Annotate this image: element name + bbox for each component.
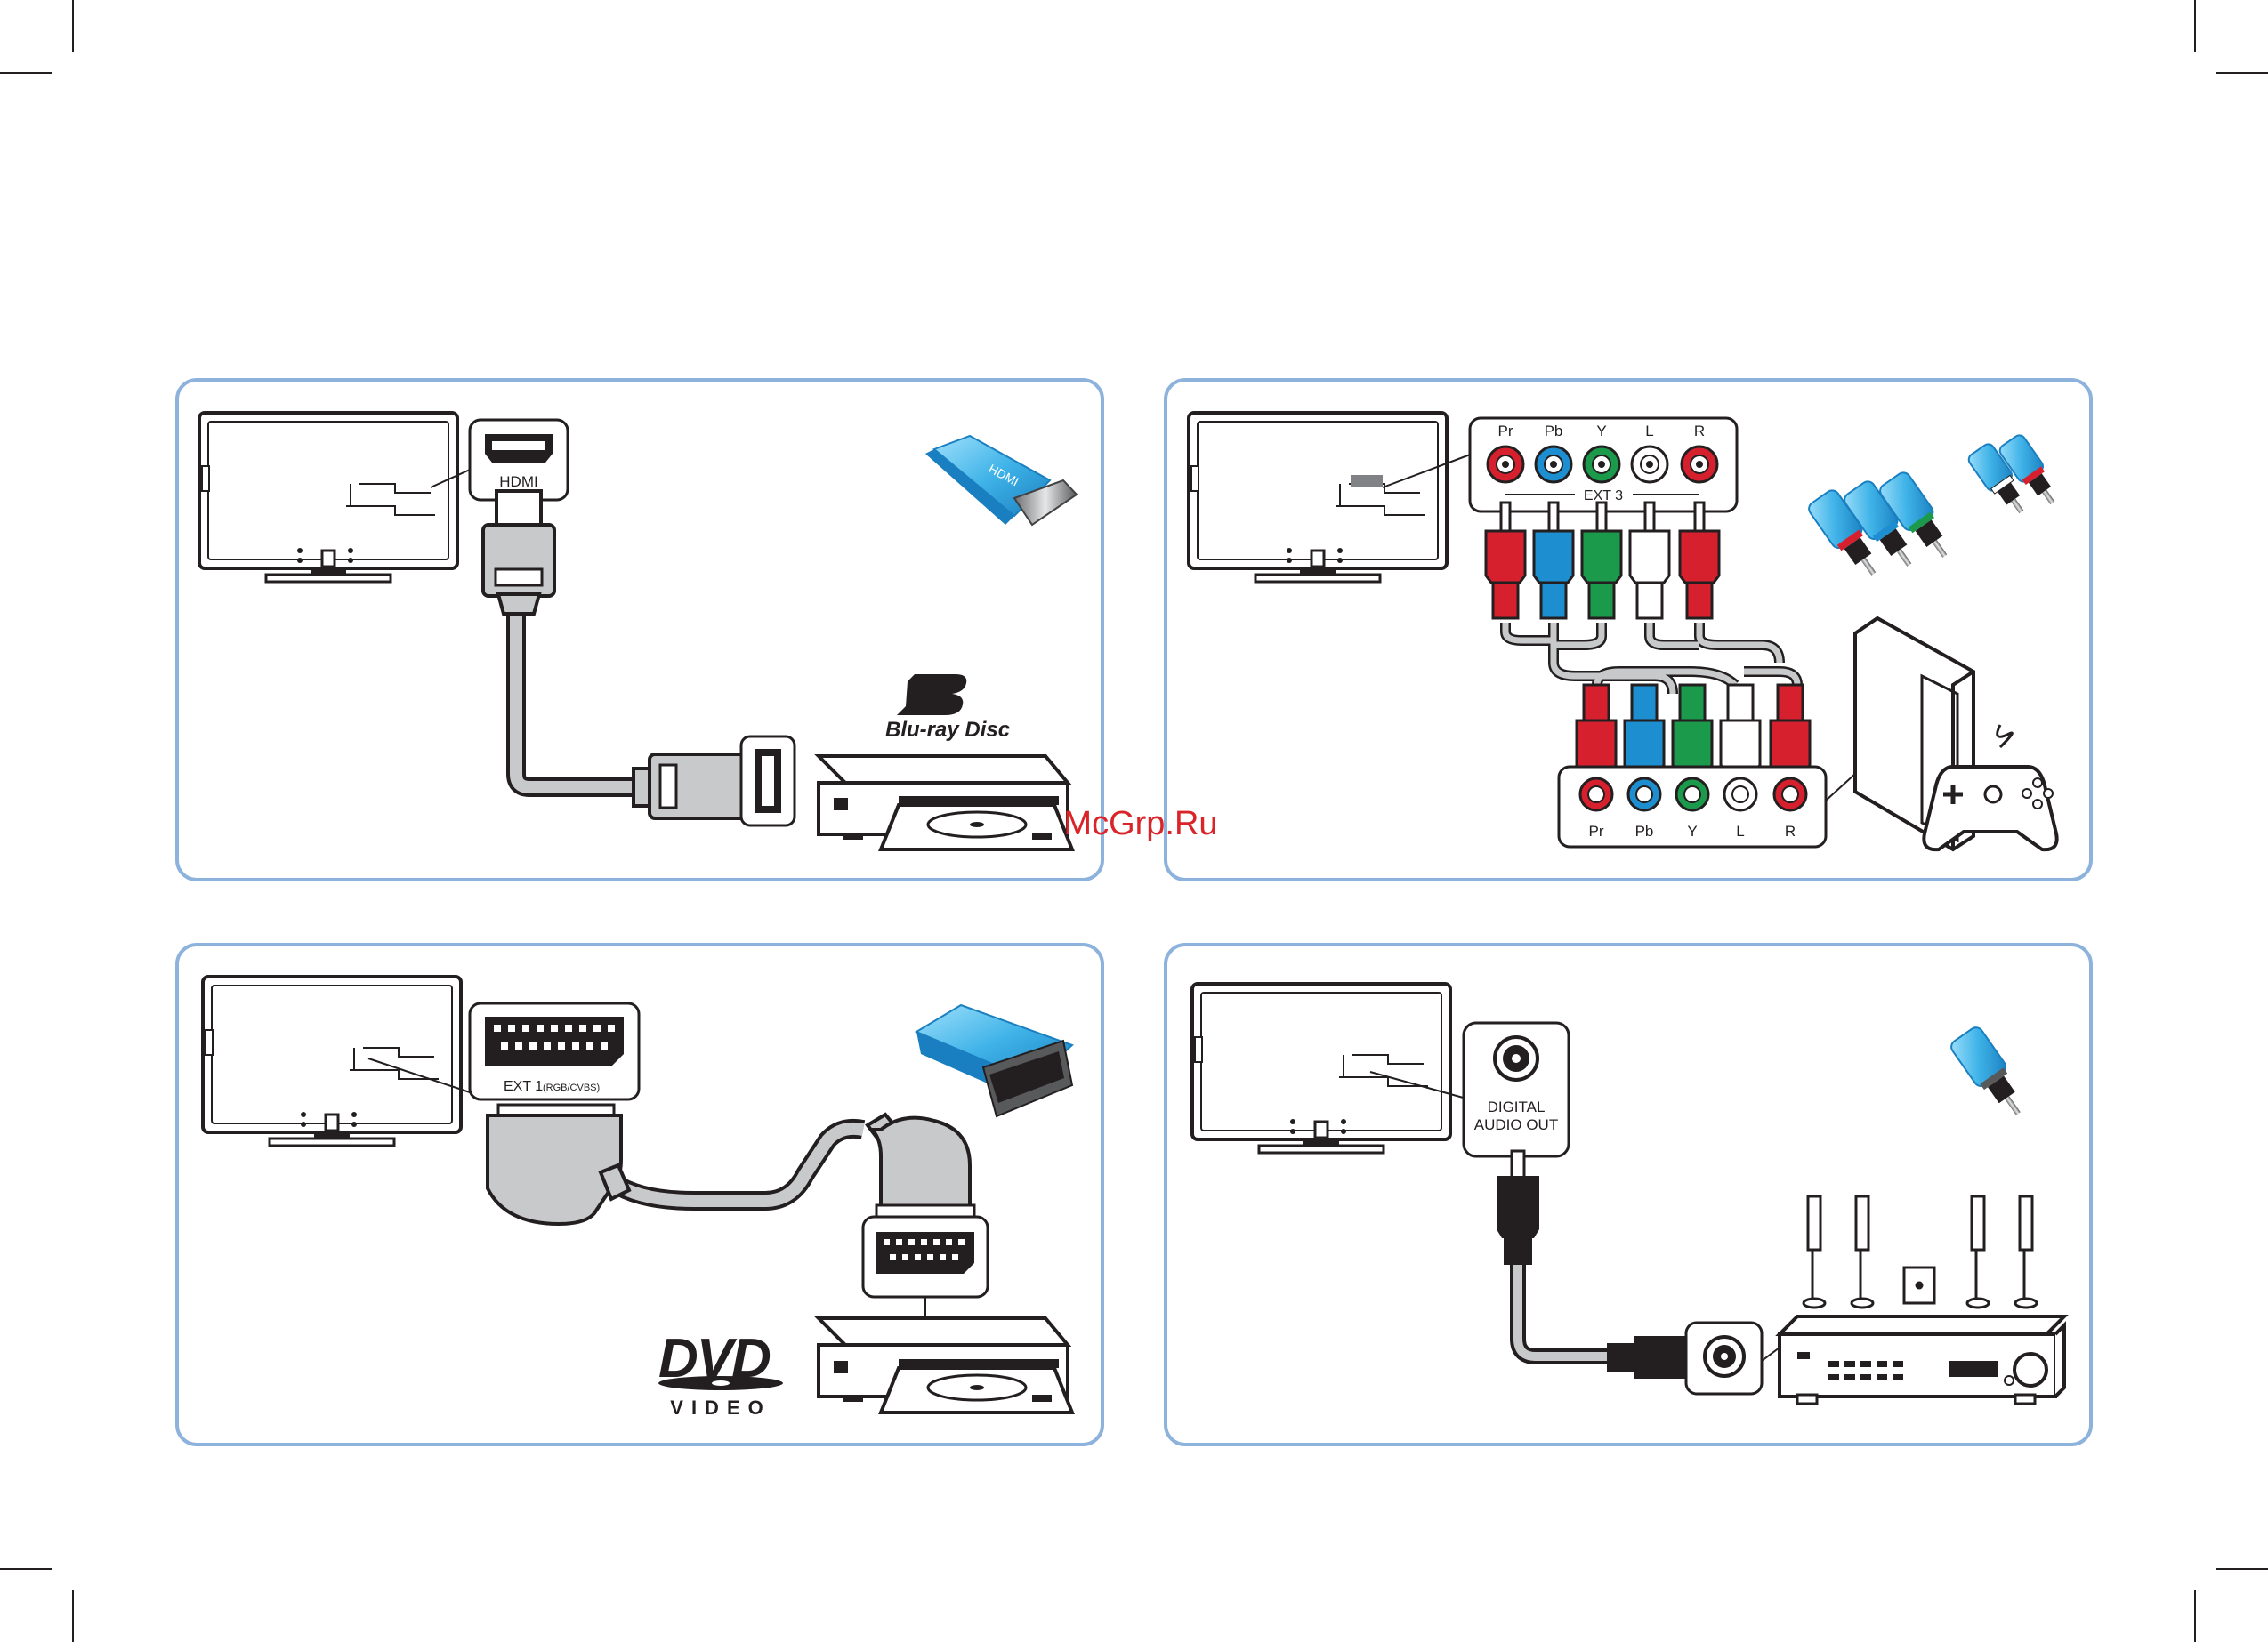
digital-audio-label-line2: AUDIO OUT — [1474, 1116, 1558, 1133]
digital-audio-port-callout: DIGITAL AUDIO OUT — [1464, 1023, 1569, 1156]
player-hdmi-port — [741, 736, 795, 825]
hdmi-port-label: HDMI — [499, 473, 537, 490]
device-port-label-y: Y — [1687, 823, 1697, 840]
plug-y — [1582, 503, 1621, 618]
subwoofer — [1904, 1268, 1934, 1303]
plug-pb — [1534, 503, 1573, 618]
dvd-player-icon — [819, 1318, 1072, 1413]
device-port-label-pb: Pb — [1635, 823, 1654, 840]
component-tv-port-group: Pr Pb Y L R EXT 3 — [1470, 418, 1737, 511]
panel-hdmi: HDMI — [177, 380, 1102, 880]
tv-port-label-l: L — [1645, 423, 1653, 439]
ext1-port-sublabel: (RGB/CVBS) — [543, 1083, 600, 1093]
plug-pr — [1486, 503, 1525, 618]
player-scart-port — [863, 1217, 988, 1316]
device-plug-r — [1771, 685, 1810, 772]
component-plugs-device-side — [1577, 685, 1810, 772]
dvd-logo-subtext: VIDEO — [670, 1397, 771, 1419]
dvd-video-logo: DVD VIDEO — [658, 1328, 783, 1419]
coax-connector-accent-icon — [1949, 1025, 2033, 1123]
device-port-label-pr: Pr — [1589, 823, 1604, 840]
device-port-label-r: R — [1785, 823, 1796, 840]
panel-digital-audio: DIGITAL AUDIO OUT — [1166, 945, 2091, 1445]
panel-scart: EXT 1 (RGB/CVBS) — [177, 945, 1102, 1445]
bluray-logo-text: Blu-ray Disc — [885, 718, 1010, 742]
component-connector-accent-icon — [1806, 433, 2064, 584]
scart-port-callout: EXT 1 (RGB/CVBS) — [470, 1003, 639, 1099]
tv-port-label-y: Y — [1596, 423, 1606, 439]
tv-back-icon — [203, 977, 461, 1146]
digital-audio-label-line1: DIGITAL — [1488, 1099, 1546, 1115]
device-plug-pb — [1625, 685, 1664, 772]
speaker-center-right — [1967, 1196, 1989, 1308]
plug-r — [1680, 503, 1719, 618]
ext1-port-label: EXT 1 — [504, 1079, 543, 1094]
tv-port-label-r: R — [1694, 423, 1705, 439]
ext3-group-label: EXT 3 — [1584, 488, 1623, 503]
tv-back-icon — [199, 413, 457, 582]
speaker-front-left — [1804, 1196, 1825, 1308]
receiver-coax-port — [1686, 1323, 1762, 1394]
plug-l — [1630, 503, 1669, 618]
device-port-label-l: L — [1736, 823, 1744, 840]
panel-component: Pr Pb Y L R EXT 3 — [1166, 380, 2091, 880]
tv-port-label-pr: Pr — [1498, 423, 1513, 439]
component-cables — [1505, 623, 1797, 694]
scart-connector-accent-icon — [916, 1005, 1072, 1116]
device-plug-l — [1721, 685, 1760, 772]
bluray-disc-logo: Blu-ray Disc — [885, 674, 1010, 742]
tv-port-label-pb: Pb — [1545, 423, 1563, 439]
tv-back-icon — [1189, 413, 1447, 582]
device-plug-y — [1673, 685, 1712, 772]
component-plugs-tv-side — [1486, 503, 1719, 618]
tv-back-icon — [1192, 984, 1450, 1153]
component-device-port-group: Pr Pb Y L R — [1559, 767, 1826, 847]
coax-cable — [1497, 1151, 1714, 1379]
watermark-text: McGrp.Ru — [1063, 805, 1217, 842]
speaker-center-left — [1852, 1196, 1873, 1308]
speaker-rear-right — [2015, 1196, 2037, 1308]
hdmi-port-callout: HDMI — [470, 420, 568, 500]
scart-cable — [488, 1105, 974, 1224]
speaker-set-icon — [1804, 1196, 2037, 1308]
bluray-player-icon — [819, 756, 1072, 849]
device-plug-pr — [1577, 685, 1616, 772]
hdmi-plug-accent-icon: HDMI — [925, 436, 1077, 525]
hdmi-cable — [483, 491, 776, 818]
av-receiver-icon — [1780, 1316, 2064, 1404]
